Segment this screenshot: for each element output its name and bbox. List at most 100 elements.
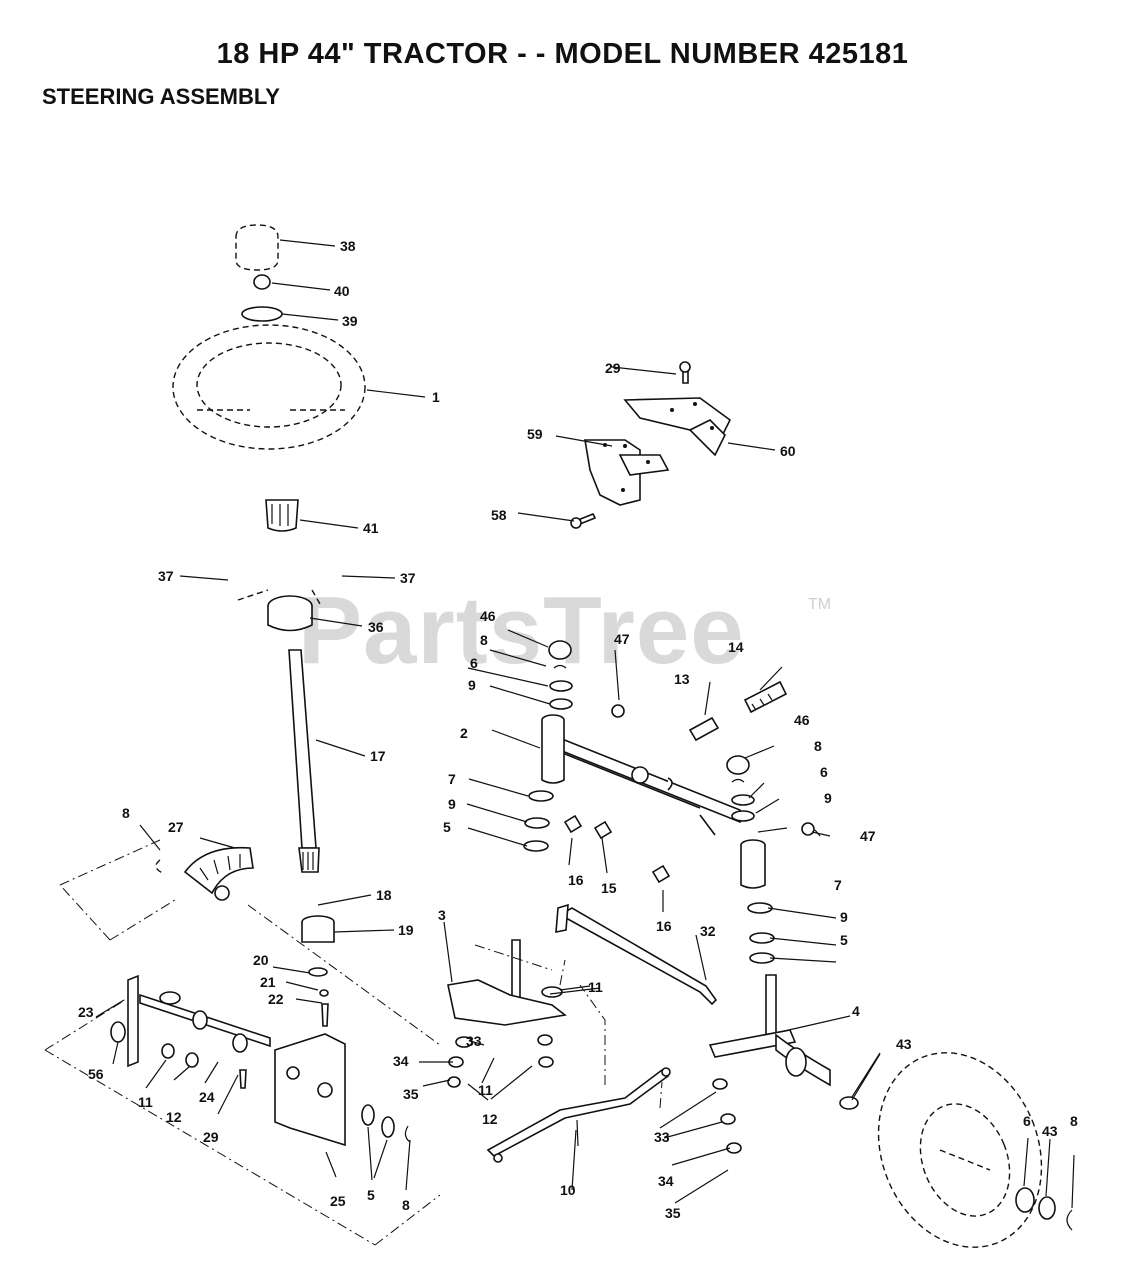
grease-fittings [611,704,815,836]
callout-22: 22 [268,991,284,1007]
front-wheel [877,1052,1043,1248]
callout-33-left: 33 [466,1033,482,1049]
page-title: 18 HP 44" TRACTOR - - MODEL NUMBER 42518… [216,38,909,70]
bracket-bolts [570,361,691,529]
callout-7-left: 7 [448,771,456,787]
callout-6-right: 6 [820,764,828,780]
callout-56: 56 [88,1066,104,1082]
callout-11-left: 11 [138,1094,153,1110]
callout-38: 38 [340,238,356,254]
callout-58: 58 [491,507,507,523]
right-mounting-bracket [623,397,732,457]
callout-23: 23 [78,1004,94,1020]
steering-wheel [172,324,366,450]
callout-12-lower: 12 [482,1111,498,1127]
callout-59: 59 [527,426,543,442]
callout-6-wheel: 6 [1023,1113,1031,1129]
callout-25: 25 [330,1193,346,1209]
steering-cap [235,224,279,271]
callout-60: 60 [780,443,796,459]
callout-37-right: 37 [400,570,416,586]
callout-37-left: 37 [158,568,174,584]
steering-shaft [288,649,320,873]
callout-13: 13 [674,671,690,687]
callout-9-right-top: 9 [824,790,832,806]
left-mounting-bracket [584,439,670,506]
tie-rod [555,903,718,1006]
leader-lines [95,239,1075,1209]
steering-frame-bracket [110,974,411,1147]
callout-47-left: 47 [614,631,630,647]
callout-8-gear: 8 [122,805,130,821]
callout-17: 17 [370,748,386,764]
right-spindle-stack [726,755,775,964]
callout-1: 1 [432,389,440,405]
steering-gear-sector [155,846,254,901]
steering-washer [241,306,283,322]
callout-8-left-spindle: 8 [480,632,488,648]
callout-12-left: 12 [166,1109,182,1125]
callout-5-right: 5 [840,932,848,948]
callout-8-right-spindle: 8 [814,738,822,754]
callout-15: 15 [601,880,617,896]
callout-6-left: 6 [470,655,478,671]
callout-33-right: 33 [654,1129,670,1145]
steering-bushing [237,589,321,632]
callout-9-left-bottom: 9 [448,796,456,812]
callout-34-right: 34 [658,1173,674,1189]
callout-32: 32 [700,923,716,939]
callout-41: 41 [363,520,379,536]
pivot-bolt-and-spacer [688,680,788,742]
callout-34-left: 34 [393,1053,409,1069]
callout-9-right-bottom: 9 [840,909,848,925]
callout-43-wheel: 43 [1042,1123,1058,1139]
callout-39: 39 [342,313,358,329]
callout-16-left: 16 [568,872,584,888]
trademark-mark: TM [808,596,832,613]
callout-29-left: 29 [203,1129,219,1145]
callout-47-right: 47 [860,828,876,844]
callout-11-lower: 11 [478,1082,493,1098]
callout-8-bottom: 8 [402,1197,410,1213]
callout-43-top: 43 [896,1036,912,1052]
callout-5-left: 5 [443,819,451,835]
callout-5-bottom: 5 [367,1187,375,1203]
callout-27: 27 [168,819,184,835]
callout-2: 2 [460,725,468,741]
callout-14: 14 [728,639,744,655]
front-axle [551,733,741,836]
right-spindle [708,974,859,1154]
left-spindle [447,939,567,1088]
callout-20: 20 [253,952,269,968]
callout-10: 10 [560,1182,576,1198]
callout-36: 36 [368,619,384,635]
callout-21: 21 [260,974,276,990]
steering-nut [253,274,271,290]
left-spindle-housing [541,714,565,784]
watermark-logo: PartsTree [298,577,745,684]
callout-labels: 38 40 39 1 41 37 37 36 17 27 8 18 19 20 … [78,238,1078,1221]
callout-35-left: 35 [403,1086,419,1102]
drag-link [486,984,671,1163]
pinion-support-bracket [301,915,335,1027]
callout-16-right: 16 [656,918,672,934]
callout-9-left-top: 9 [468,677,476,693]
axle-pivot-bushings [563,814,671,884]
callout-24: 24 [199,1089,215,1105]
steering-adapter [265,499,299,532]
left-spindle-stack [523,640,573,852]
callout-46-right: 46 [794,712,810,728]
callout-7-right: 7 [834,877,842,893]
callout-46-left: 46 [480,608,496,624]
callout-4: 4 [852,1003,860,1019]
callout-19: 19 [398,922,414,938]
callout-29-top: 29 [605,360,621,376]
callout-35-right: 35 [665,1205,681,1221]
wheel-hardware [1015,1187,1073,1231]
section-title: STEERING ASSEMBLY [42,84,280,109]
callout-11-center: 11 [588,979,603,995]
callout-40: 40 [334,283,350,299]
callout-3: 3 [438,907,446,923]
callout-8-wheel: 8 [1070,1113,1078,1129]
